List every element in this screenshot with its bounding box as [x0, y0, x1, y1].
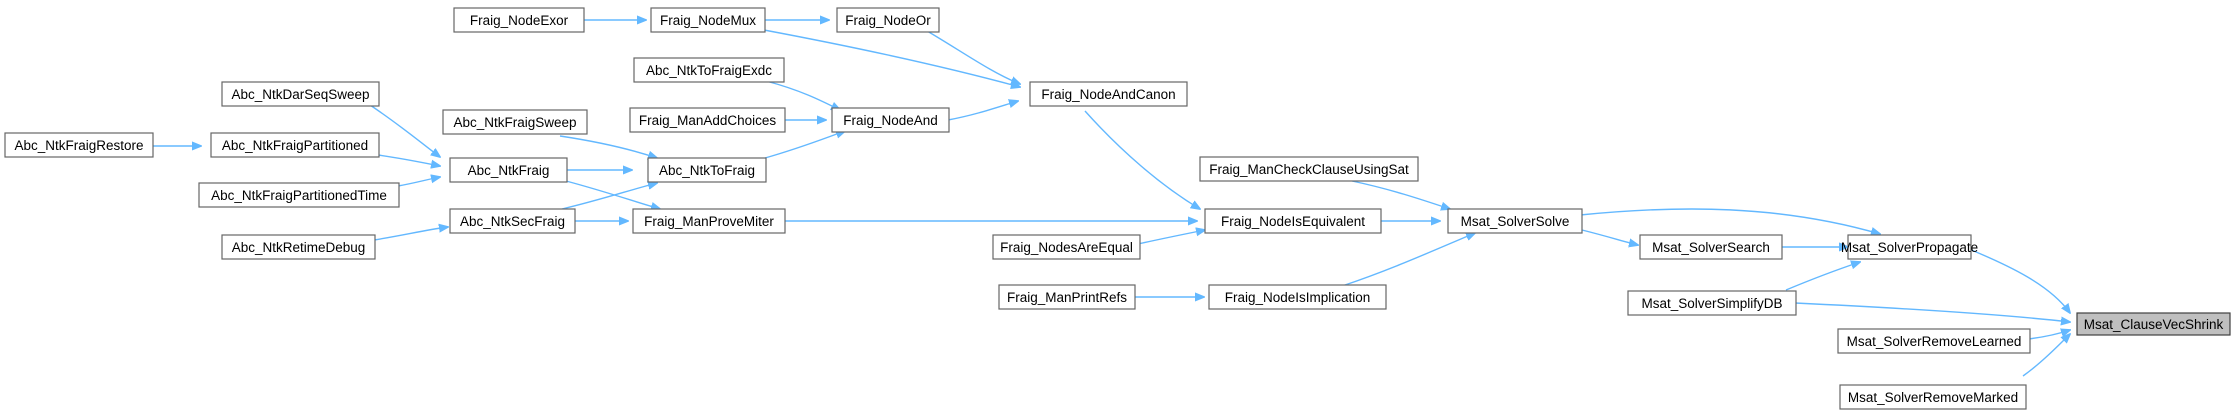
- edge-solve-to-search: [1581, 229, 1638, 245]
- edge-tofraig-to-nodeand: [764, 131, 845, 159]
- node-msat-solversolve[interactable]: Msat_SolverSolve: [1447, 208, 1583, 234]
- node-abc-ntkfraig[interactable]: Abc_NtkFraig: [449, 157, 568, 183]
- node-abc-ntktofraig[interactable]: Abc_NtkToFraig: [647, 157, 767, 183]
- node-abc-ntkfraigpartitionedtime[interactable]: Abc_NtkFraigPartitionedTime: [198, 182, 400, 208]
- edge-fraigpartitionedtime-to-ntkfraig: [397, 177, 440, 187]
- node-abc-ntkdarseqsweep[interactable]: Abc_NtkDarSeqSweep: [221, 81, 380, 107]
- edge-nodesareequal-to-isequivalent: [1137, 230, 1205, 245]
- svg-text:Fraig_NodeIsEquivalent: Fraig_NodeIsEquivalent: [1221, 214, 1365, 229]
- node-abc-ntktofraigexdc[interactable]: Abc_NtkToFraigExdc: [633, 57, 785, 83]
- node-fraig-mancheckclauseusingsat[interactable]: Fraig_ManCheckClauseUsingSat: [1199, 156, 1419, 182]
- node-msat-solverremovemarked[interactable]: Msat_SolverRemoveMarked: [1839, 384, 2027, 410]
- edge-checkclause-to-solve: [1351, 180, 1450, 209]
- svg-text:Msat_ClauseVecShrink: Msat_ClauseVecShrink: [2084, 317, 2224, 332]
- svg-text:Abc_NtkDarSeqSweep: Abc_NtkDarSeqSweep: [231, 87, 369, 102]
- svg-text:Fraig_ManPrintRefs: Fraig_ManPrintRefs: [1007, 290, 1127, 305]
- edge-darseqsweep-to-ntkfraig: [369, 104, 440, 157]
- node-fraig-nodemux[interactable]: Fraig_NodeMux: [650, 7, 766, 33]
- edge-solve-to-propagate: [1579, 208, 1880, 234]
- svg-text:Abc_NtkFraigPartitioned: Abc_NtkFraigPartitioned: [222, 138, 368, 153]
- node-msat-clausevecshrink[interactable]: Msat_ClauseVecShrink: [2076, 312, 2231, 336]
- svg-text:Msat_SolverRemoveLearned: Msat_SolverRemoveLearned: [1847, 334, 2022, 349]
- svg-text:Abc_NtkSecFraig: Abc_NtkSecFraig: [460, 214, 565, 229]
- edge-removemarked-to-root: [2022, 334, 2070, 377]
- node-fraig-nodeand[interactable]: Fraig_NodeAnd: [831, 107, 950, 133]
- edge-ntkfraig-to-provemiter: [565, 180, 660, 209]
- node-abc-ntkretimedebug[interactable]: Abc_NtkRetimeDebug: [221, 234, 376, 260]
- node-fraig-manprintrefs[interactable]: Fraig_ManPrintRefs: [998, 284, 1136, 310]
- svg-text:Abc_NtkToFraig: Abc_NtkToFraig: [659, 163, 755, 178]
- node-msat-solverremovelearned[interactable]: Msat_SolverRemoveLearned: [1837, 328, 2031, 354]
- edge-removelearned-to-root: [2027, 330, 2070, 340]
- node-fraig-nodeisequivalent[interactable]: Fraig_NodeIsEquivalent: [1204, 208, 1382, 234]
- svg-text:Abc_NtkFraigSweep: Abc_NtkFraigSweep: [453, 115, 576, 130]
- svg-text:Fraig_NodeOr: Fraig_NodeOr: [845, 13, 931, 28]
- svg-text:Fraig_NodeIsImplication: Fraig_NodeIsImplication: [1225, 290, 1371, 305]
- svg-text:Msat_SolverSolve: Msat_SolverSolve: [1461, 214, 1570, 229]
- svg-text:Abc_NtkFraig: Abc_NtkFraig: [468, 163, 550, 178]
- svg-text:Fraig_NodeAnd: Fraig_NodeAnd: [843, 113, 938, 128]
- edge-fraigsweep-to-tofraig: [559, 135, 657, 158]
- node-msat-solverpropagate[interactable]: Msat_SolverPropagate: [1841, 234, 1978, 260]
- edge-tofraigexdc-to-nodeand: [765, 80, 840, 110]
- svg-text:Msat_SolverSimplifyDB: Msat_SolverSimplifyDB: [1641, 296, 1782, 311]
- svg-text:Abc_NtkFraigPartitionedTime: Abc_NtkFraigPartitionedTime: [211, 188, 387, 203]
- svg-text:Abc_NtkFraigRestore: Abc_NtkFraigRestore: [14, 138, 143, 153]
- edge-propagate-to-root: [1968, 248, 2070, 313]
- edge-secfraig-to-tofraig: [561, 183, 657, 210]
- node-fraig-nodesareequal[interactable]: Fraig_NodesAreEqual: [992, 234, 1141, 260]
- node-msat-solversearch[interactable]: Msat_SolverSearch: [1639, 234, 1783, 260]
- node-abc-ntksecfraig[interactable]: Abc_NtkSecFraig: [449, 208, 576, 234]
- edge-simplifydb-to-propagate: [1785, 262, 1860, 291]
- svg-text:Fraig_ManAddChoices: Fraig_ManAddChoices: [639, 113, 777, 128]
- edge-retimedebug-to-secfraig: [373, 227, 448, 241]
- edge-nodeor-to-andcanon: [921, 27, 1020, 84]
- node-abc-ntkfraigsweep[interactable]: Abc_NtkFraigSweep: [442, 109, 588, 135]
- svg-text:Fraig_ManProveMiter: Fraig_ManProveMiter: [644, 214, 774, 229]
- svg-text:Msat_SolverPropagate: Msat_SolverPropagate: [1841, 240, 1978, 255]
- node-fraig-nodeisimplication[interactable]: Fraig_NodeIsImplication: [1208, 284, 1387, 310]
- svg-text:Fraig_NodeAndCanon: Fraig_NodeAndCanon: [1041, 87, 1175, 102]
- svg-text:Fraig_NodeExor: Fraig_NodeExor: [470, 13, 569, 28]
- node-fraig-nodeexor[interactable]: Fraig_NodeExor: [453, 7, 585, 33]
- svg-text:Abc_NtkRetimeDebug: Abc_NtkRetimeDebug: [232, 240, 366, 255]
- svg-text:Fraig_ManCheckClauseUsingSat: Fraig_ManCheckClauseUsingSat: [1209, 162, 1409, 177]
- svg-text:Abc_NtkToFraigExdc: Abc_NtkToFraigExdc: [646, 63, 772, 78]
- node-fraig-manprovemiter[interactable]: Fraig_ManProveMiter: [632, 208, 786, 234]
- svg-text:Msat_SolverRemoveMarked: Msat_SolverRemoveMarked: [1848, 390, 2018, 405]
- edge-nodemux-to-andcanon: [763, 29, 1020, 87]
- node-abc-ntkfraigrestore[interactable]: Abc_NtkFraigRestore: [4, 132, 154, 158]
- edge-andcanon-to-isequivalent: [1084, 110, 1200, 209]
- svg-text:Msat_SolverSearch: Msat_SolverSearch: [1652, 240, 1770, 255]
- edge-nodeand-to-andcanon: [947, 101, 1018, 121]
- node-msat-solversimplifydb[interactable]: Msat_SolverSimplifyDB: [1627, 290, 1797, 316]
- node-fraig-manaddchoices[interactable]: Fraig_ManAddChoices: [629, 107, 786, 133]
- node-fraig-nodeandcanon[interactable]: Fraig_NodeAndCanon: [1029, 81, 1188, 107]
- node-fraig-nodeor[interactable]: Fraig_NodeOr: [836, 7, 940, 33]
- node-abc-ntkfraigpartitioned[interactable]: Abc_NtkFraigPartitioned: [210, 132, 380, 158]
- edge-isimplication-to-solve: [1341, 233, 1475, 287]
- edge-fraigpartitioned-to-ntkfraig: [377, 154, 440, 166]
- svg-text:Fraig_NodeMux: Fraig_NodeMux: [660, 13, 756, 28]
- svg-text:Fraig_NodesAreEqual: Fraig_NodesAreEqual: [1000, 240, 1133, 255]
- edge-simplifydb-to-root: [1794, 302, 2070, 322]
